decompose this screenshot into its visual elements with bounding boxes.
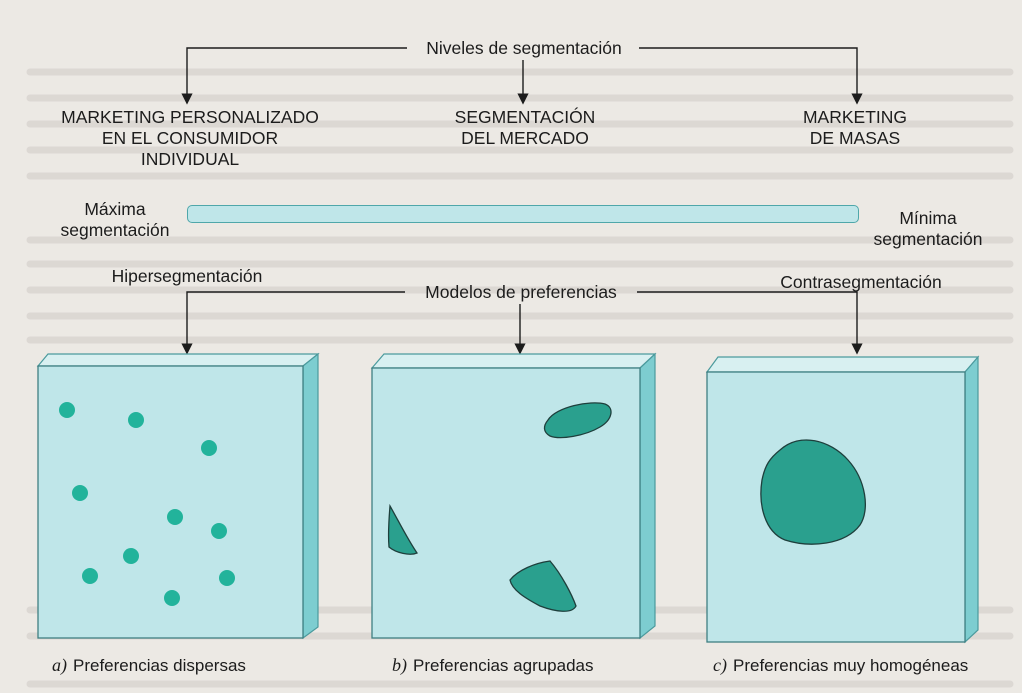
panel-dispersed: [36, 352, 320, 640]
preference-dots: [59, 402, 235, 606]
max-segmentation-label: Máxima segmentación: [50, 199, 180, 241]
caption-homogeneous-text: Preferencias muy homogéneas: [732, 656, 969, 675]
preference-clusters: [387, 402, 612, 612]
levels-title: Niveles de segmentación: [426, 38, 622, 58]
caption-homogeneous: c) Preferencias muy homogéneas: [713, 655, 968, 676]
caption-dispersed: a) Preferencias dispersas: [52, 655, 246, 676]
personalized-marketing-label: MARKETING PERSONALIZADO EN EL CONSUMIDOR…: [40, 107, 340, 170]
personalized-line-2: EN EL CONSUMIDOR: [101, 128, 279, 148]
max-line-1: Máxima: [84, 199, 146, 219]
caption-letter-c: c): [713, 655, 727, 675]
caption-letter-a: a): [52, 655, 67, 675]
min-line-1: Mínima: [899, 208, 957, 228]
hypersegmentation-label: Hipersegmentación: [111, 266, 263, 286]
panel-clustered: [370, 352, 657, 640]
min-segmentation-label: Mínima segmentación: [858, 208, 998, 250]
caption-dispersed-text: Preferencias dispersas: [73, 656, 246, 675]
homogeneous-preference-blob: [760, 439, 866, 545]
market-line-2: DEL MERCADO: [461, 128, 589, 148]
mass-line-1: MARKETING: [802, 107, 908, 127]
market-segmentation-label: SEGMENTACIÓN DEL MERCADO: [430, 107, 620, 149]
segmentation-scale-bar: [187, 205, 859, 223]
mass-line-2: DE MASAS: [809, 128, 901, 148]
caption-clustered: b) Preferencias agrupadas: [392, 655, 594, 676]
mass-marketing-label: MARKETING DE MASAS: [780, 107, 930, 149]
personalized-line-3: INDIVIDUAL: [140, 149, 240, 169]
models-title: Modelos de preferencias: [425, 282, 617, 302]
caption-letter-b: b): [392, 655, 407, 675]
market-line-1: SEGMENTACIÓN: [454, 107, 596, 127]
personalized-line-1: MARKETING PERSONALIZADO: [61, 107, 319, 127]
caption-clustered-text: Preferencias agrupadas: [413, 656, 594, 675]
min-line-2: segmentación: [873, 229, 983, 249]
max-line-2: segmentación: [60, 220, 170, 240]
panel-homogeneous: [705, 355, 980, 644]
countersegmentation-label: Contrasegmentación: [780, 272, 942, 292]
